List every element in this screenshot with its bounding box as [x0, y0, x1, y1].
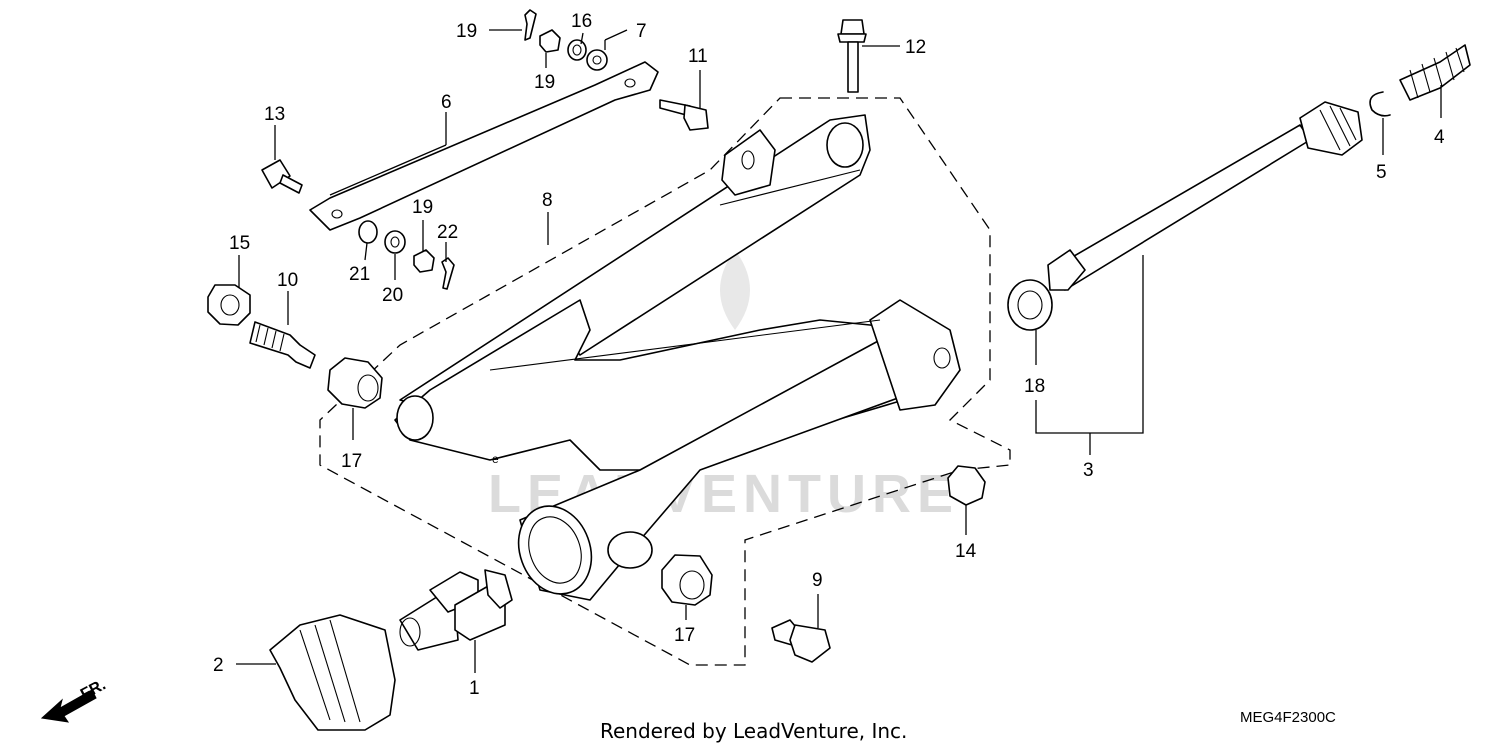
swingarm-body: e — [394, 114, 961, 601]
part-21-washer — [358, 220, 378, 244]
callout-22-lower: 22 — [437, 222, 458, 243]
callout-11: 11 — [688, 46, 708, 67]
callout-18: 18 — [1024, 376, 1045, 397]
diagram-code: MEG4F2300C — [1240, 709, 1336, 726]
part-10-pivot-bolt — [249, 321, 316, 369]
part-4-spring — [1399, 44, 1471, 101]
callout-16: 16 — [571, 11, 592, 32]
part-22-cotter-pin-lower — [441, 257, 455, 290]
callout-2: 2 — [213, 655, 224, 676]
part-17-bearing-upper — [327, 357, 383, 409]
callout-7: 7 — [636, 21, 647, 42]
part-16-washer — [567, 39, 587, 61]
callout-1: 1 — [469, 678, 480, 699]
part-20-washer — [384, 230, 406, 254]
callout-19-lower: 19 — [412, 197, 433, 218]
callout-21: 21 — [349, 264, 370, 285]
callout-20: 20 — [382, 285, 403, 306]
part-6-stay-bar — [309, 61, 659, 231]
callout-12: 12 — [905, 37, 926, 58]
part-18-bearing — [1007, 279, 1053, 331]
part-1-universal-joint — [399, 569, 513, 651]
footer-rendered-by: Rendered by LeadVenture, Inc. — [600, 719, 907, 743]
front-direction-arrow: FR. — [40, 676, 109, 723]
part-9-drain-bolt — [771, 619, 831, 663]
svg-text:e: e — [492, 452, 499, 466]
part-5-circlip — [1369, 91, 1391, 117]
part-2-boot — [269, 614, 396, 731]
part-3-drive-shaft — [1047, 101, 1363, 291]
part-17-bearing-lower — [661, 554, 713, 606]
callout-4: 4 — [1434, 127, 1445, 148]
callout-19-top: 19 — [534, 72, 555, 93]
callout-15: 15 — [229, 233, 250, 254]
callout-14: 14 — [955, 541, 977, 562]
callout-6: 6 — [441, 92, 452, 113]
part-15-lock-nut — [207, 284, 251, 326]
part-13-bolt — [261, 159, 303, 194]
part-7-washer — [586, 49, 608, 71]
callout-17-lower: 17 — [674, 625, 695, 646]
part-19-nut-lower — [413, 249, 435, 273]
callout-13: 13 — [264, 104, 285, 125]
part-12-long-bolt — [837, 19, 867, 93]
callout-8: 8 — [542, 190, 553, 211]
callout-17-upper: 17 — [341, 451, 362, 472]
callout-10: 10 — [277, 270, 298, 291]
callout-22-top: 19 — [456, 21, 477, 42]
callout-3: 3 — [1083, 460, 1094, 481]
leader-lines — [236, 29, 1442, 673]
callout-5: 5 — [1376, 162, 1387, 183]
part-11-bolt — [659, 99, 709, 131]
part-22-cotter-pin-top — [524, 9, 537, 41]
callout-9: 9 — [812, 570, 823, 591]
callout-labels: 19 16 7 19 11 12 6 13 8 19 22 15 10 21 2… — [213, 11, 1445, 699]
part-19-nut-top — [539, 29, 561, 53]
part-14-nut — [947, 465, 986, 506]
